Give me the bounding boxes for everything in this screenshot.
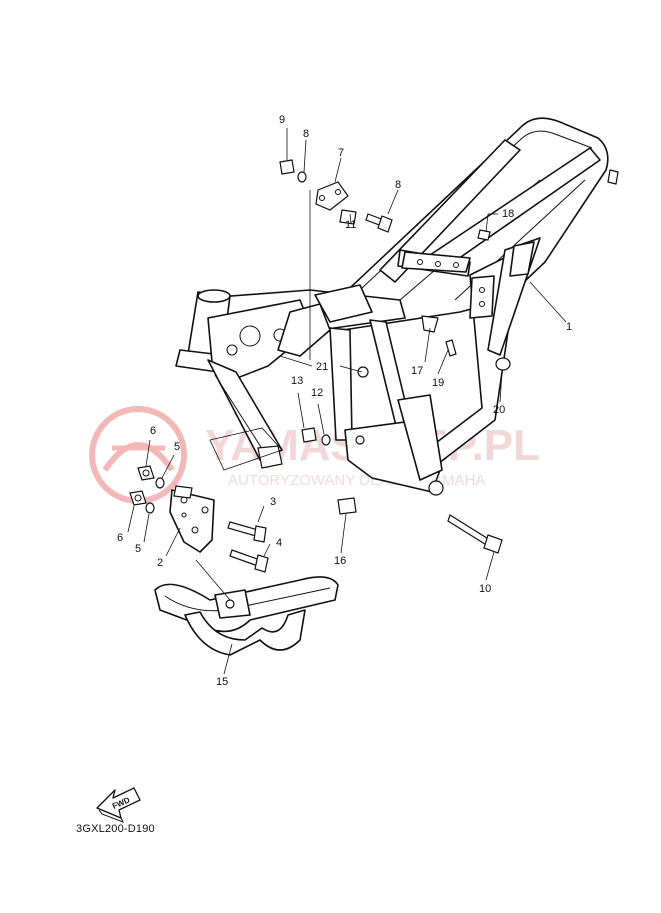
bracket-plate xyxy=(169,485,215,553)
callout-15: 15 xyxy=(216,676,228,688)
callout-5-upper: 5 xyxy=(174,441,180,453)
callout-18: 18 xyxy=(502,208,514,220)
callout-12: 10 xyxy=(479,583,491,595)
watermark-tagline: AUTORYZOWANY DEALER YAMAHA xyxy=(228,472,485,489)
callout-19: 19 xyxy=(432,377,444,389)
callout-11: 11 xyxy=(345,219,356,231)
diagram-code: 3GXL200-D190 xyxy=(76,823,155,835)
main-frame xyxy=(175,117,619,496)
callout-8: 8 xyxy=(395,179,401,191)
callout-14: 13 xyxy=(291,375,303,387)
fasteners xyxy=(129,159,511,573)
callout-20: 20 xyxy=(493,404,505,416)
callout-6-lower: 6 xyxy=(117,532,123,544)
callout-2: 2 xyxy=(157,557,163,569)
callout-5-lower: 5 xyxy=(135,543,141,555)
fwd-arrow-icon: FWD xyxy=(96,787,141,823)
callout-16: 16 xyxy=(334,555,346,567)
callout-9: 8 xyxy=(303,128,309,140)
callout-labels: 9 8 7 8 11 18 1 21 17 19 20 13 12 6 5 6 … xyxy=(117,114,572,688)
callout-21: 21 xyxy=(316,361,328,373)
engine-guard xyxy=(154,576,339,656)
callout-13: 12 xyxy=(311,387,323,399)
callout-17: 17 xyxy=(411,365,423,377)
callout-10: 9 xyxy=(279,114,285,126)
watermark-logo xyxy=(89,406,187,504)
callout-4: 4 xyxy=(276,537,282,549)
callout-7: 7 xyxy=(338,147,344,159)
leader-lines xyxy=(127,128,567,675)
callout-6-upper: 6 xyxy=(150,425,156,437)
callout-1: 1 xyxy=(566,321,572,333)
callout-3: 3 xyxy=(270,496,276,508)
